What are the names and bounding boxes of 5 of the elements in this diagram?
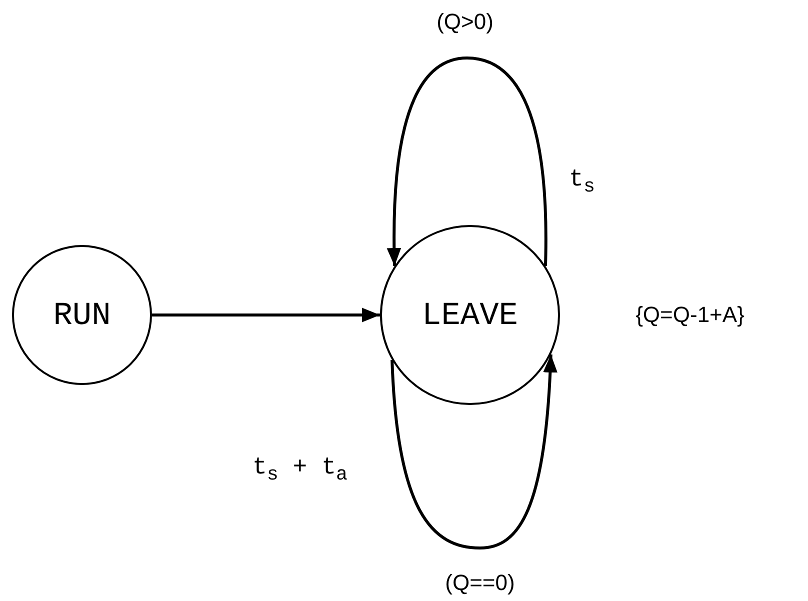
state-circle: RUN bbox=[12, 245, 152, 385]
arrow bbox=[390, 354, 558, 550]
arrow bbox=[387, 56, 548, 266]
arrow bbox=[152, 308, 380, 322]
state-circle: LEAVE bbox=[380, 225, 560, 405]
